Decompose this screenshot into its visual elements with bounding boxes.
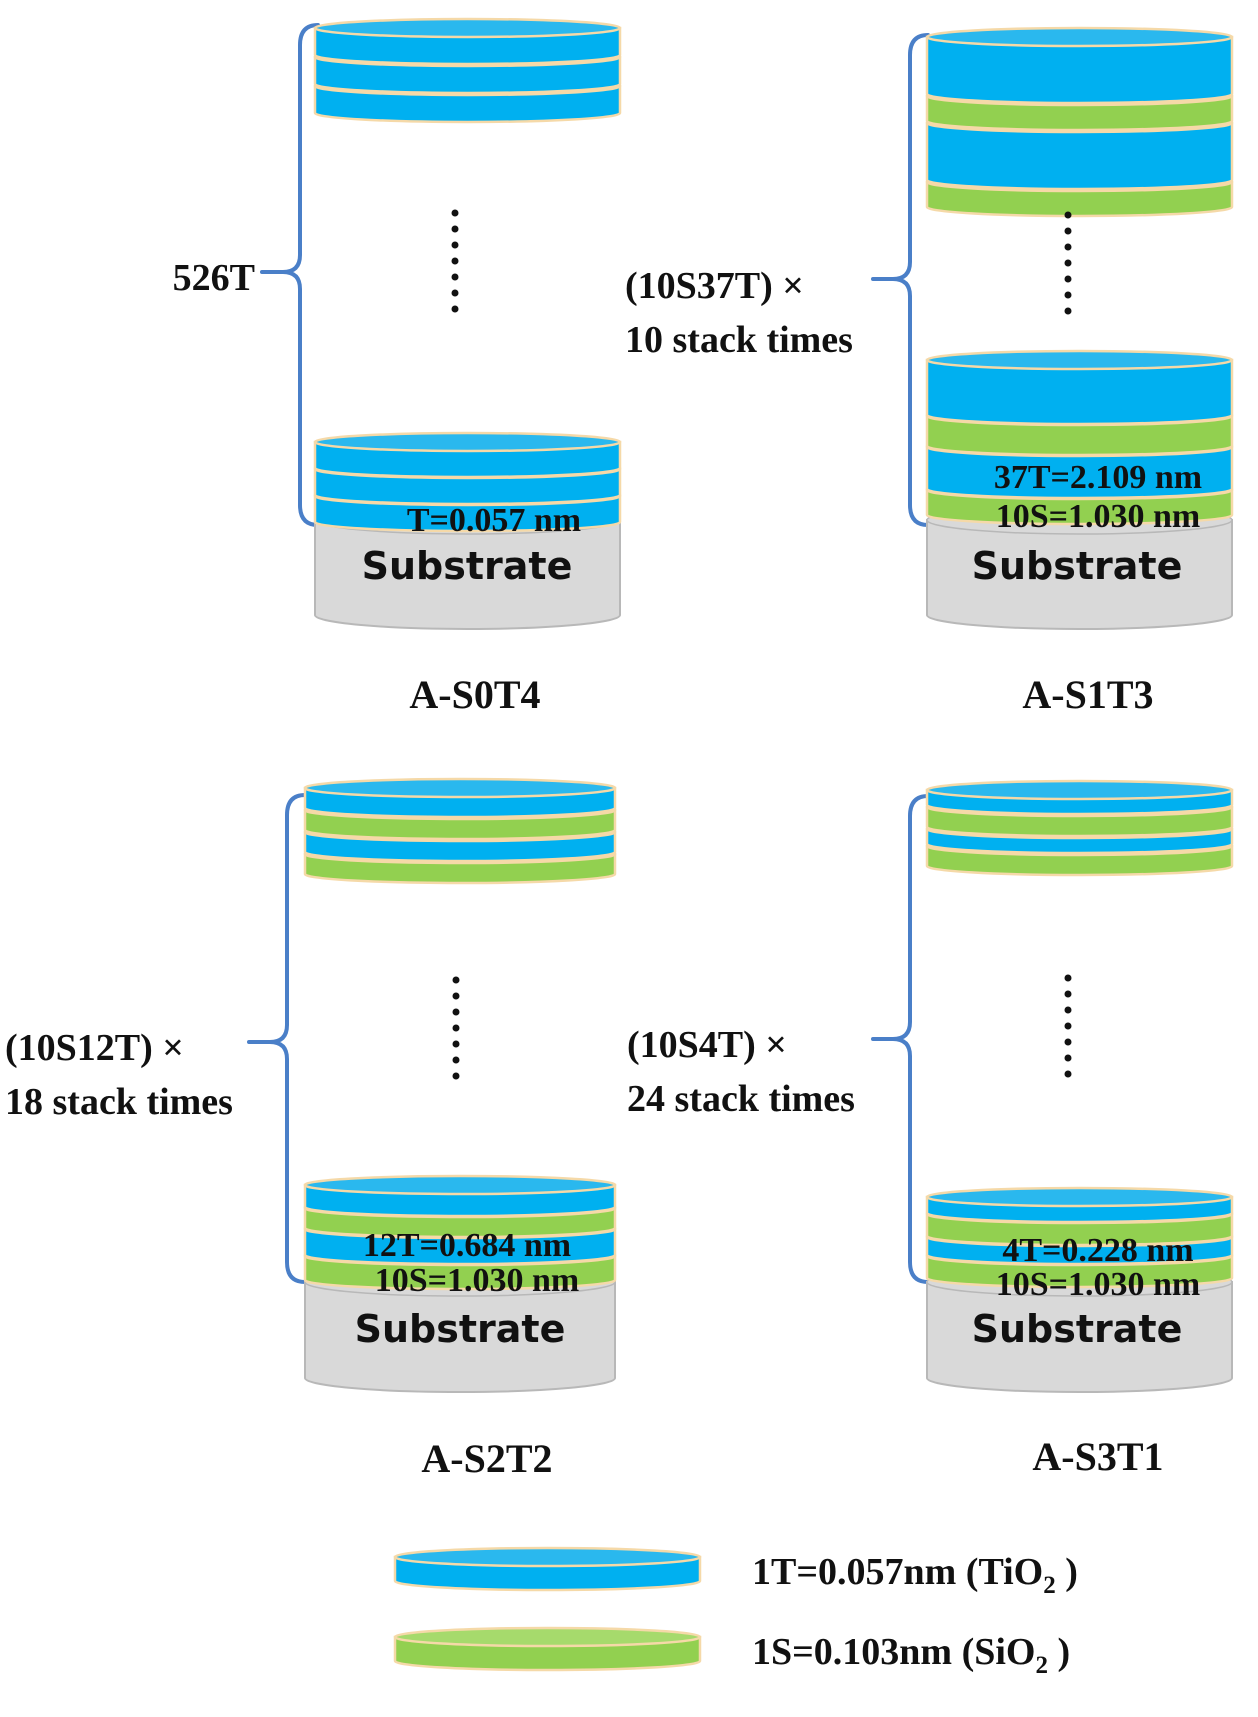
dot: [452, 1040, 460, 1048]
sample-name: A-S0T4: [409, 672, 540, 717]
top-stack: [925, 779, 1234, 877]
tio2-layer: [925, 358, 1234, 426]
sample-name: A-S1T3: [1022, 672, 1153, 717]
dot: [1064, 1006, 1072, 1014]
tio2-layer: [925, 35, 1234, 105]
bottom-stack: [313, 431, 622, 533]
bracket-label-line-1: (10S37T) ×: [625, 265, 804, 307]
dot: [1064, 990, 1072, 998]
dot: [1064, 307, 1072, 315]
legend-label-sio2: 1S=0.103nm (SiO2 ): [752, 1631, 1070, 1679]
bracket-label-line-2: 18 stack times: [5, 1081, 233, 1123]
bracket-label-line-2: 10 stack times: [625, 319, 853, 361]
continuation-dots: [451, 209, 459, 313]
stack-bracket: [269, 793, 307, 1284]
bottom-stack: [303, 1174, 617, 1291]
sample-a-s1t3: (10S37T) × 10 stack times 37T=2.109 nm 1…: [625, 26, 1234, 717]
layer-label: T=0.057 nm: [407, 502, 581, 539]
legend-label-tio2: 1T=0.057nm (TiO2 ): [752, 1551, 1078, 1599]
substrate-body: [304, 1281, 616, 1393]
dot: [1064, 1054, 1072, 1062]
tio2-layer-top: [925, 349, 1234, 371]
dot: [451, 241, 459, 249]
layer-label: 37T=2.109 nm: [994, 459, 1202, 496]
substrate-label: Substrate: [362, 544, 573, 588]
tio2-layer: [925, 445, 1234, 500]
stack-bracket: [892, 794, 930, 1284]
dot: [451, 273, 459, 281]
substrate-body: [926, 519, 1233, 630]
sample-a-s3t1: (10S4T) × 24 stack times 4T=0.228 nm 10S…: [627, 779, 1234, 1479]
substrate-label: Substrate: [972, 544, 1183, 588]
layer-label: 10S=1.030 nm: [996, 498, 1201, 535]
bracket-label-line-1: (10S12T) ×: [5, 1027, 184, 1069]
substrate-label: Substrate: [355, 1307, 566, 1351]
tio2-layer-top: [313, 17, 622, 39]
continuation-dots: [1064, 974, 1072, 1078]
tio2-layer-top: [313, 431, 622, 453]
dot: [452, 1008, 460, 1016]
layer-label: 12T=0.684 nm: [363, 1227, 571, 1264]
stack-bracket: [892, 33, 930, 527]
sample-name: A-S3T1: [1032, 1434, 1163, 1479]
continuation-dots: [452, 976, 460, 1080]
layer-label: 10S=1.030 nm: [375, 1262, 580, 1299]
dot: [1064, 227, 1072, 235]
dot: [452, 1056, 460, 1064]
dot: [452, 992, 460, 1000]
dot: [1064, 1022, 1072, 1030]
bottom-stack: [925, 349, 1234, 526]
sample-name: A-S2T2: [421, 1436, 552, 1481]
sample-a-s0t4: 526T T=0.057 nm Substrate A-S0T4: [173, 17, 622, 717]
dot: [1064, 275, 1072, 283]
layer-label: 10S=1.030 nm: [996, 1266, 1201, 1303]
bracket-label-line-1: 526T: [173, 257, 255, 299]
dot: [1064, 291, 1072, 299]
dot: [451, 225, 459, 233]
sample-a-s2t2: (10S12T) × 18 stack times 12T=0.684 nm 1…: [5, 777, 617, 1481]
tio2-layer-top: [925, 26, 1234, 48]
dot: [452, 1072, 460, 1080]
tio2-layer-top: [925, 779, 1234, 801]
sio2-layer: [925, 414, 1234, 457]
dot: [1064, 1038, 1072, 1046]
dot: [1064, 259, 1072, 267]
dot: [451, 209, 459, 217]
dot: [1064, 211, 1072, 219]
layer-label: 4T=0.228 nm: [1002, 1232, 1193, 1269]
tio2-layer-top: [393, 1546, 702, 1568]
substrate-label: Substrate: [972, 1307, 1183, 1351]
tio2-layer-top: [925, 1186, 1234, 1208]
dot: [451, 289, 459, 297]
dot: [452, 976, 460, 984]
bracket-label-line-1: (10S4T) ×: [627, 1024, 787, 1066]
tio2-layer-top: [303, 777, 617, 799]
bracket-label-line-2: 24 stack times: [627, 1078, 855, 1120]
dot: [1064, 1070, 1072, 1078]
top-stack: [313, 17, 622, 124]
legend: 1T=0.057nm (TiO2 ) 1S=0.103nm (SiO2 ): [393, 1546, 1078, 1679]
dot: [451, 305, 459, 313]
dot: [451, 257, 459, 265]
dot: [452, 1024, 460, 1032]
legend-swatch-sio2: [393, 1626, 702, 1672]
stack-bracket: [282, 23, 320, 527]
top-stack: [925, 26, 1234, 218]
sio2-layer-top: [393, 1626, 702, 1648]
tio2-layer-top: [303, 1174, 617, 1196]
dot: [1064, 974, 1072, 982]
substrate-body: [314, 519, 621, 630]
continuation-dots: [1064, 211, 1072, 315]
legend-swatch-tio2: [393, 1546, 702, 1592]
dot: [1064, 243, 1072, 251]
substrate-body: [926, 1281, 1233, 1393]
bottom-stack: [925, 1186, 1234, 1289]
tio2-layer: [925, 121, 1234, 191]
top-stack: [303, 777, 617, 885]
